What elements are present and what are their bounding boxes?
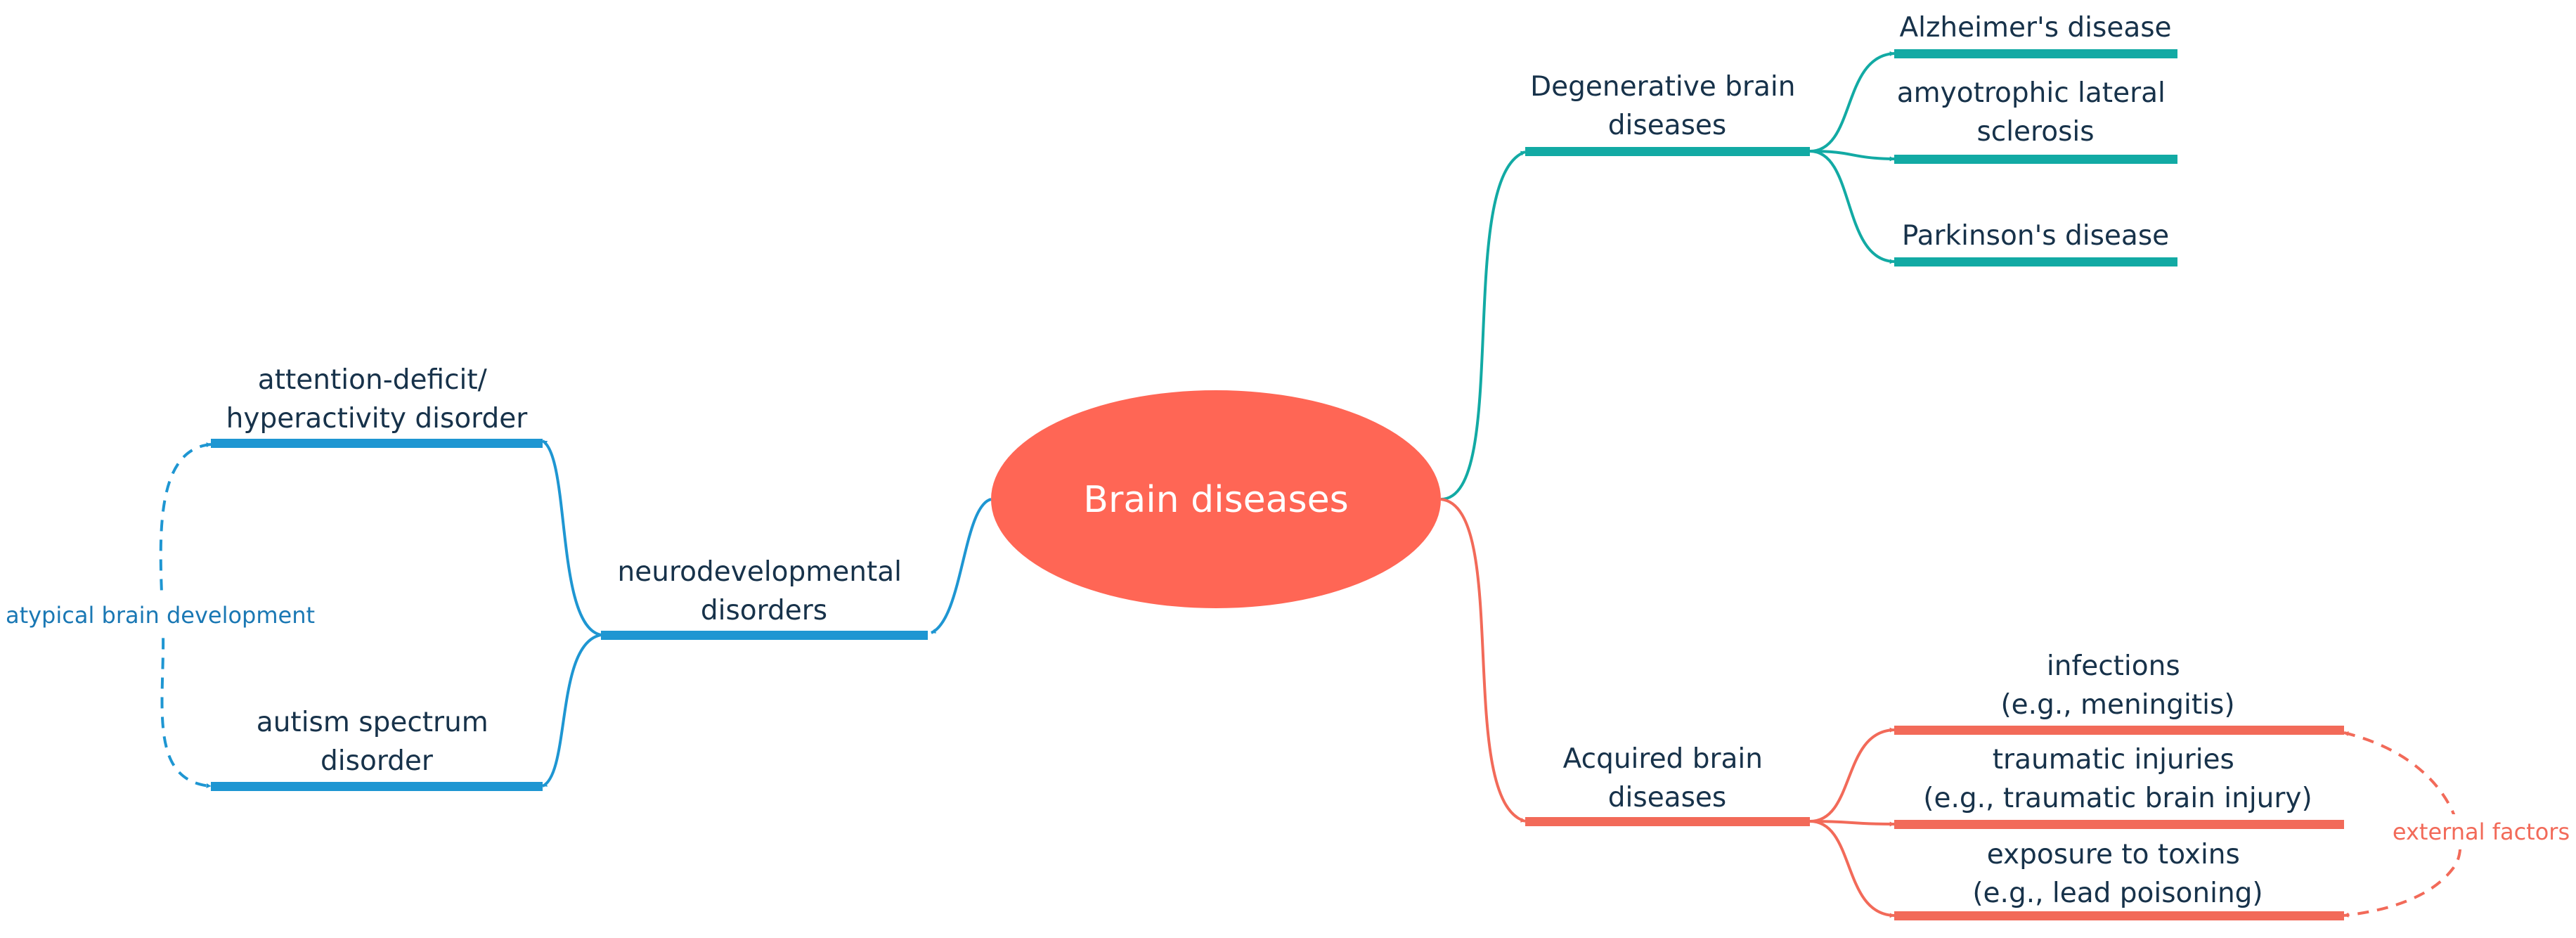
relationship-line-atypical [159,442,212,788]
subtopic-exposure-to-toxins[interactable]: exposure to toxins (e.g., lead poisoning… [1894,839,2344,920]
subtopic-adhd[interactable]: attention-deficit/ hyperactivity disorde… [211,364,543,448]
central-topic-label: Brain diseases [1083,479,1348,521]
relationship-label-external: external factors [2393,818,2570,845]
topic-label-line: neurodevelopmental [618,556,902,588]
topic-label-line: Acquired brain [1563,743,1763,775]
subtopic-label-line: hyperactivity disorder [226,403,529,435]
subtopic-label-line: Parkinson's disease [1902,220,2169,252]
subtopic-label: attention-deficit/ hyperactivity disorde… [226,364,529,435]
central-topic[interactable]: Brain diseases [991,390,1441,608]
topic-label-line: diseases [1608,110,1726,141]
subtopic-label-line: (e.g., traumatic brain injury) [1923,783,2312,814]
relationship-label-atypical: atypical brain development [6,602,315,629]
subtopic-label: amyotrophic lateral sclerosis [1897,77,2175,148]
topic-label-line: diseases [1608,782,1726,814]
connector-center-acquired [1440,498,1526,823]
subtopic-underline [211,439,543,448]
connector-acquired-toxins [1809,820,1895,918]
connector-center-neuro [931,498,992,634]
topic-neurodevelopmental-disorders[interactable]: neurodevelopmental disorders [601,556,928,640]
topic-label: Acquired brain diseases [1563,743,1772,814]
relationship-label-bg-atypical [7,596,309,631]
subtopic-underline [1894,911,2344,920]
topic-degenerative-brain-diseases[interactable]: Degenerative brain diseases [1525,71,1810,156]
subtopic-label-line: infections [2047,650,2180,682]
connector-degenerative-parkinsons [1809,150,1895,264]
subtopic-label-line: disorder [321,745,434,777]
subtopic-alzheimers[interactable]: Alzheimer's disease [1894,12,2177,58]
topic-underline [1525,817,1810,826]
subtopic-label-line: sclerosis [1976,116,2094,148]
subtopic-autism[interactable]: autism spectrum disorder [211,707,543,791]
topic-underline [601,631,928,640]
subtopic-label-line: traumatic injuries [1993,744,2234,776]
connector-acquired-infections [1809,727,1895,823]
subtopic-label: Parkinson's disease [1902,220,2169,252]
subtopic-underline [1894,155,2177,164]
subtopic-label-line: (e.g., meningitis) [2000,689,2234,721]
topic-underline [1525,147,1810,156]
subtopic-parkinsons[interactable]: Parkinson's disease [1894,220,2177,266]
connector-acquired-traumatic [1809,820,1895,827]
subtopic-underline [1894,49,2177,58]
subtopic-underline [1894,820,2344,829]
subtopic-label-line: attention-deficit/ [258,364,488,396]
subtopic-label-line: Alzheimer's disease [1899,12,2171,44]
connector-degenerative-als [1809,150,1895,162]
connectors [159,51,2462,918]
topic-label: Degenerative brain diseases [1530,71,1804,141]
subtopic-label: autism spectrum disorder [257,707,497,777]
relationship-label-bg-external [2395,814,2568,849]
topic-acquired-brain-diseases[interactable]: Acquired brain diseases [1525,743,1810,826]
subtopic-traumatic-injuries[interactable]: traumatic injuries (e.g., traumatic brai… [1894,744,2344,829]
subtopic-label: infections (e.g., meningitis) [2000,650,2234,721]
connector-degenerative-alzheimers [1809,51,1895,153]
connector-neuro-autism [541,634,602,788]
subtopic-label-line: autism spectrum [257,707,488,738]
subtopic-label: exposure to toxins (e.g., lead poisoning… [1972,839,2263,909]
connector-center-degenerative [1440,150,1526,501]
subtopic-underline [1894,257,2177,266]
subtopic-als[interactable]: amyotrophic lateral sclerosis [1894,77,2177,164]
subtopic-label: Alzheimer's disease [1899,12,2171,44]
topic-label-line: Degenerative brain [1530,71,1795,103]
subtopic-label-line: (e.g., lead poisoning) [1972,878,2263,909]
central-topic-shape [991,390,1441,608]
subtopic-underline [211,782,543,791]
subtopic-underline [1894,726,2344,735]
topic-label-line: disorders [701,595,827,627]
subtopic-label-line: exposure to toxins [1987,839,2240,870]
subtopic-label-line: amyotrophic lateral [1897,77,2166,109]
subtopic-label: traumatic injuries (e.g., traumatic brai… [1923,744,2312,814]
connector-neuro-adhd [541,439,602,636]
subtopic-infections[interactable]: infections (e.g., meningitis) [1894,650,2344,735]
topic-label: neurodevelopmental disorders [618,556,911,627]
